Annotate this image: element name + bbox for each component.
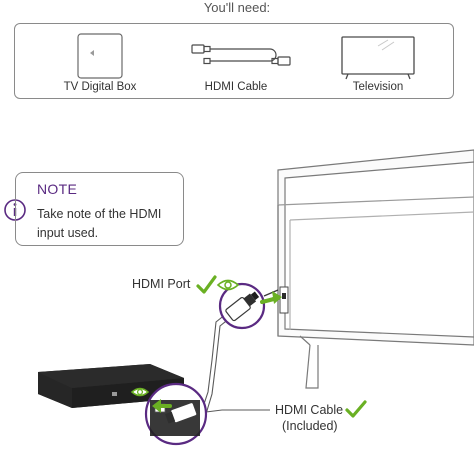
port-checkmark-icon [196, 275, 217, 294]
tv-hdmi-port [279, 286, 289, 314]
cable-checkmark-icon [345, 400, 367, 418]
tv-digital-box-icon [77, 33, 123, 79]
television-icon [341, 36, 415, 80]
television-back-illustration [277, 149, 474, 389]
item-label-tv-digital-box: TV Digital Box [63, 81, 137, 93]
item-label-hdmi-cable: HDMI Cable [204, 81, 268, 93]
item-label-television: Television [352, 81, 404, 93]
box-eye-icon [130, 387, 150, 397]
note-title: NOTE [37, 181, 78, 197]
port-insert-arrow [260, 291, 282, 304]
eye-icon [216, 279, 240, 291]
needs-title: You'll need: [203, 0, 271, 15]
requirements-panel [14, 23, 454, 99]
hdmi-port-label: HDMI Port [132, 277, 191, 291]
box-port-magnifier [144, 382, 208, 446]
hdmi-cable-label: HDMI Cable [275, 403, 344, 417]
port-magnifier [218, 282, 280, 330]
box-insert-arrow [152, 399, 172, 413]
note-line-2: input used. [37, 226, 99, 240]
note-panel [15, 172, 184, 246]
hdmi-cable-icon [191, 44, 291, 66]
hdmi-cable-included-label: (Included) [282, 419, 338, 433]
tv-digital-box-illustration [38, 364, 184, 408]
note-line-1: Take note of the HDMI [37, 207, 162, 221]
note-text: Take note of the HDMI input used. [37, 205, 177, 243]
